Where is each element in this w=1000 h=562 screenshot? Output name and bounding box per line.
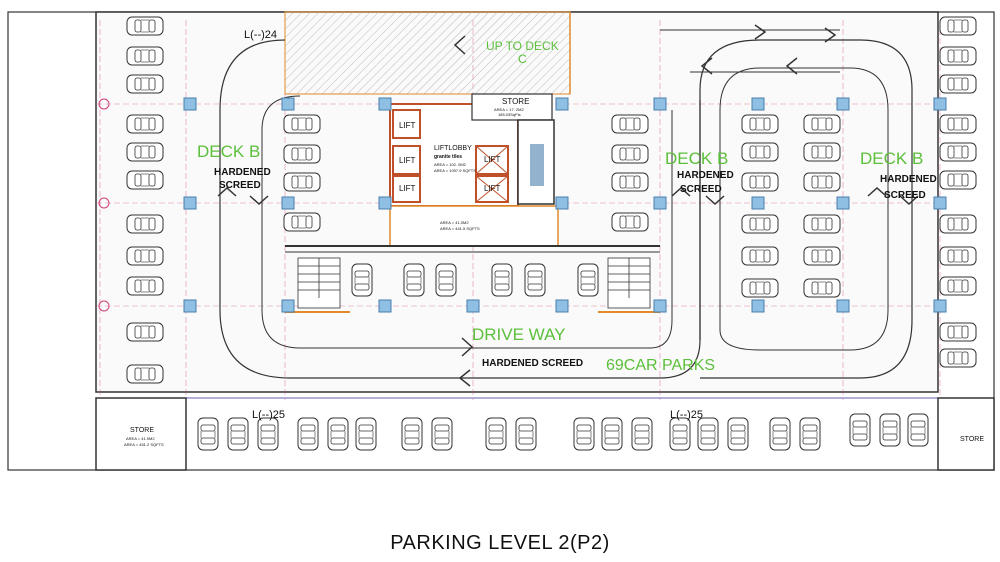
label-lift-lobby-area-ft: AREA = 1097.9 SQFTS xyxy=(434,168,476,173)
label-lobby-area-ft: AREA = 441.5 SQFTS xyxy=(440,226,480,231)
lobby-floor xyxy=(389,205,559,247)
store-bottom-left xyxy=(95,397,187,471)
label-up-to-deck: UP TO DECK xyxy=(486,39,559,53)
label-lift-lobby: LIFTLOBBY xyxy=(434,145,472,152)
label-top-store-area-ft: 185.03SqFts xyxy=(498,112,521,117)
label-level-24: L(--)24 xyxy=(244,29,277,41)
stair-core xyxy=(517,119,555,205)
label-lift-lobby-area: AREA = 102. 0M2 xyxy=(434,162,467,167)
stair-left xyxy=(297,257,341,309)
label-hardened-screed: HARDENED SCREED xyxy=(482,358,583,369)
label-hardened-middle: HARDENED xyxy=(677,170,734,181)
lift-3 xyxy=(392,175,421,203)
lift-1 xyxy=(392,109,421,139)
ramp-up-area xyxy=(284,11,571,95)
plan-caption: PARKING LEVEL 2(P2) xyxy=(390,532,610,554)
label-store-bottom-left-area-ft: AREA = 451.2 SQFTS xyxy=(124,442,164,447)
label-store-bottom-left: STORE xyxy=(130,427,154,434)
label-top-store: STORE xyxy=(502,97,529,106)
label-lift-lobby-sub: granite tiles xyxy=(434,154,462,160)
label-lift-1: LIFT xyxy=(399,121,416,130)
cars-inner-right xyxy=(611,114,649,232)
label-hardened-left: HARDENED xyxy=(214,167,271,178)
direction-arrows xyxy=(217,24,919,387)
label-store-bottom-right: STORE xyxy=(960,436,984,443)
label-lift-4: LIFT xyxy=(484,155,501,164)
label-lift-3: LIFT xyxy=(399,184,416,193)
top-store xyxy=(471,93,553,121)
drive-loop-right-outer xyxy=(699,39,913,379)
label-hardened-right: HARDENED xyxy=(880,174,937,185)
label-screed-right: SCREED xyxy=(884,190,926,201)
drive-inner-left xyxy=(261,95,673,349)
label-screed-middle: SCREED xyxy=(680,184,722,195)
label-car-parks: 69CAR PARKS xyxy=(606,357,715,374)
label-level-25-right: L(--)25 xyxy=(670,409,703,421)
label-top-store-area: AREA = 17. 2M2 xyxy=(494,107,524,112)
store-bottom-right xyxy=(937,397,995,471)
grid-markers xyxy=(98,98,110,312)
lift-core xyxy=(389,103,519,207)
label-deck-b-right: DECK B xyxy=(860,149,923,168)
label-lobby-area: AREA = 41.0M2 xyxy=(440,220,469,225)
label-lift-5: LIFT xyxy=(484,184,501,193)
label-lift-2: LIFT xyxy=(399,156,416,165)
label-deck-b-left: DECK B xyxy=(197,142,260,161)
label-deck-b-middle: DECK B xyxy=(665,149,728,168)
label-screed-left: SCREED xyxy=(219,180,261,191)
lift-2 xyxy=(392,145,421,175)
cars-inner-left xyxy=(283,114,321,232)
label-level-25-left: L(--)25 xyxy=(252,409,285,421)
label-up-to-deck-c: C xyxy=(518,52,527,66)
label-store-bottom-left-area: AREA = 41.9M2 xyxy=(126,436,155,441)
label-drive-way: DRIVE WAY xyxy=(472,325,566,344)
stair-right xyxy=(607,257,651,309)
drive-loop-right-inner xyxy=(719,67,889,351)
